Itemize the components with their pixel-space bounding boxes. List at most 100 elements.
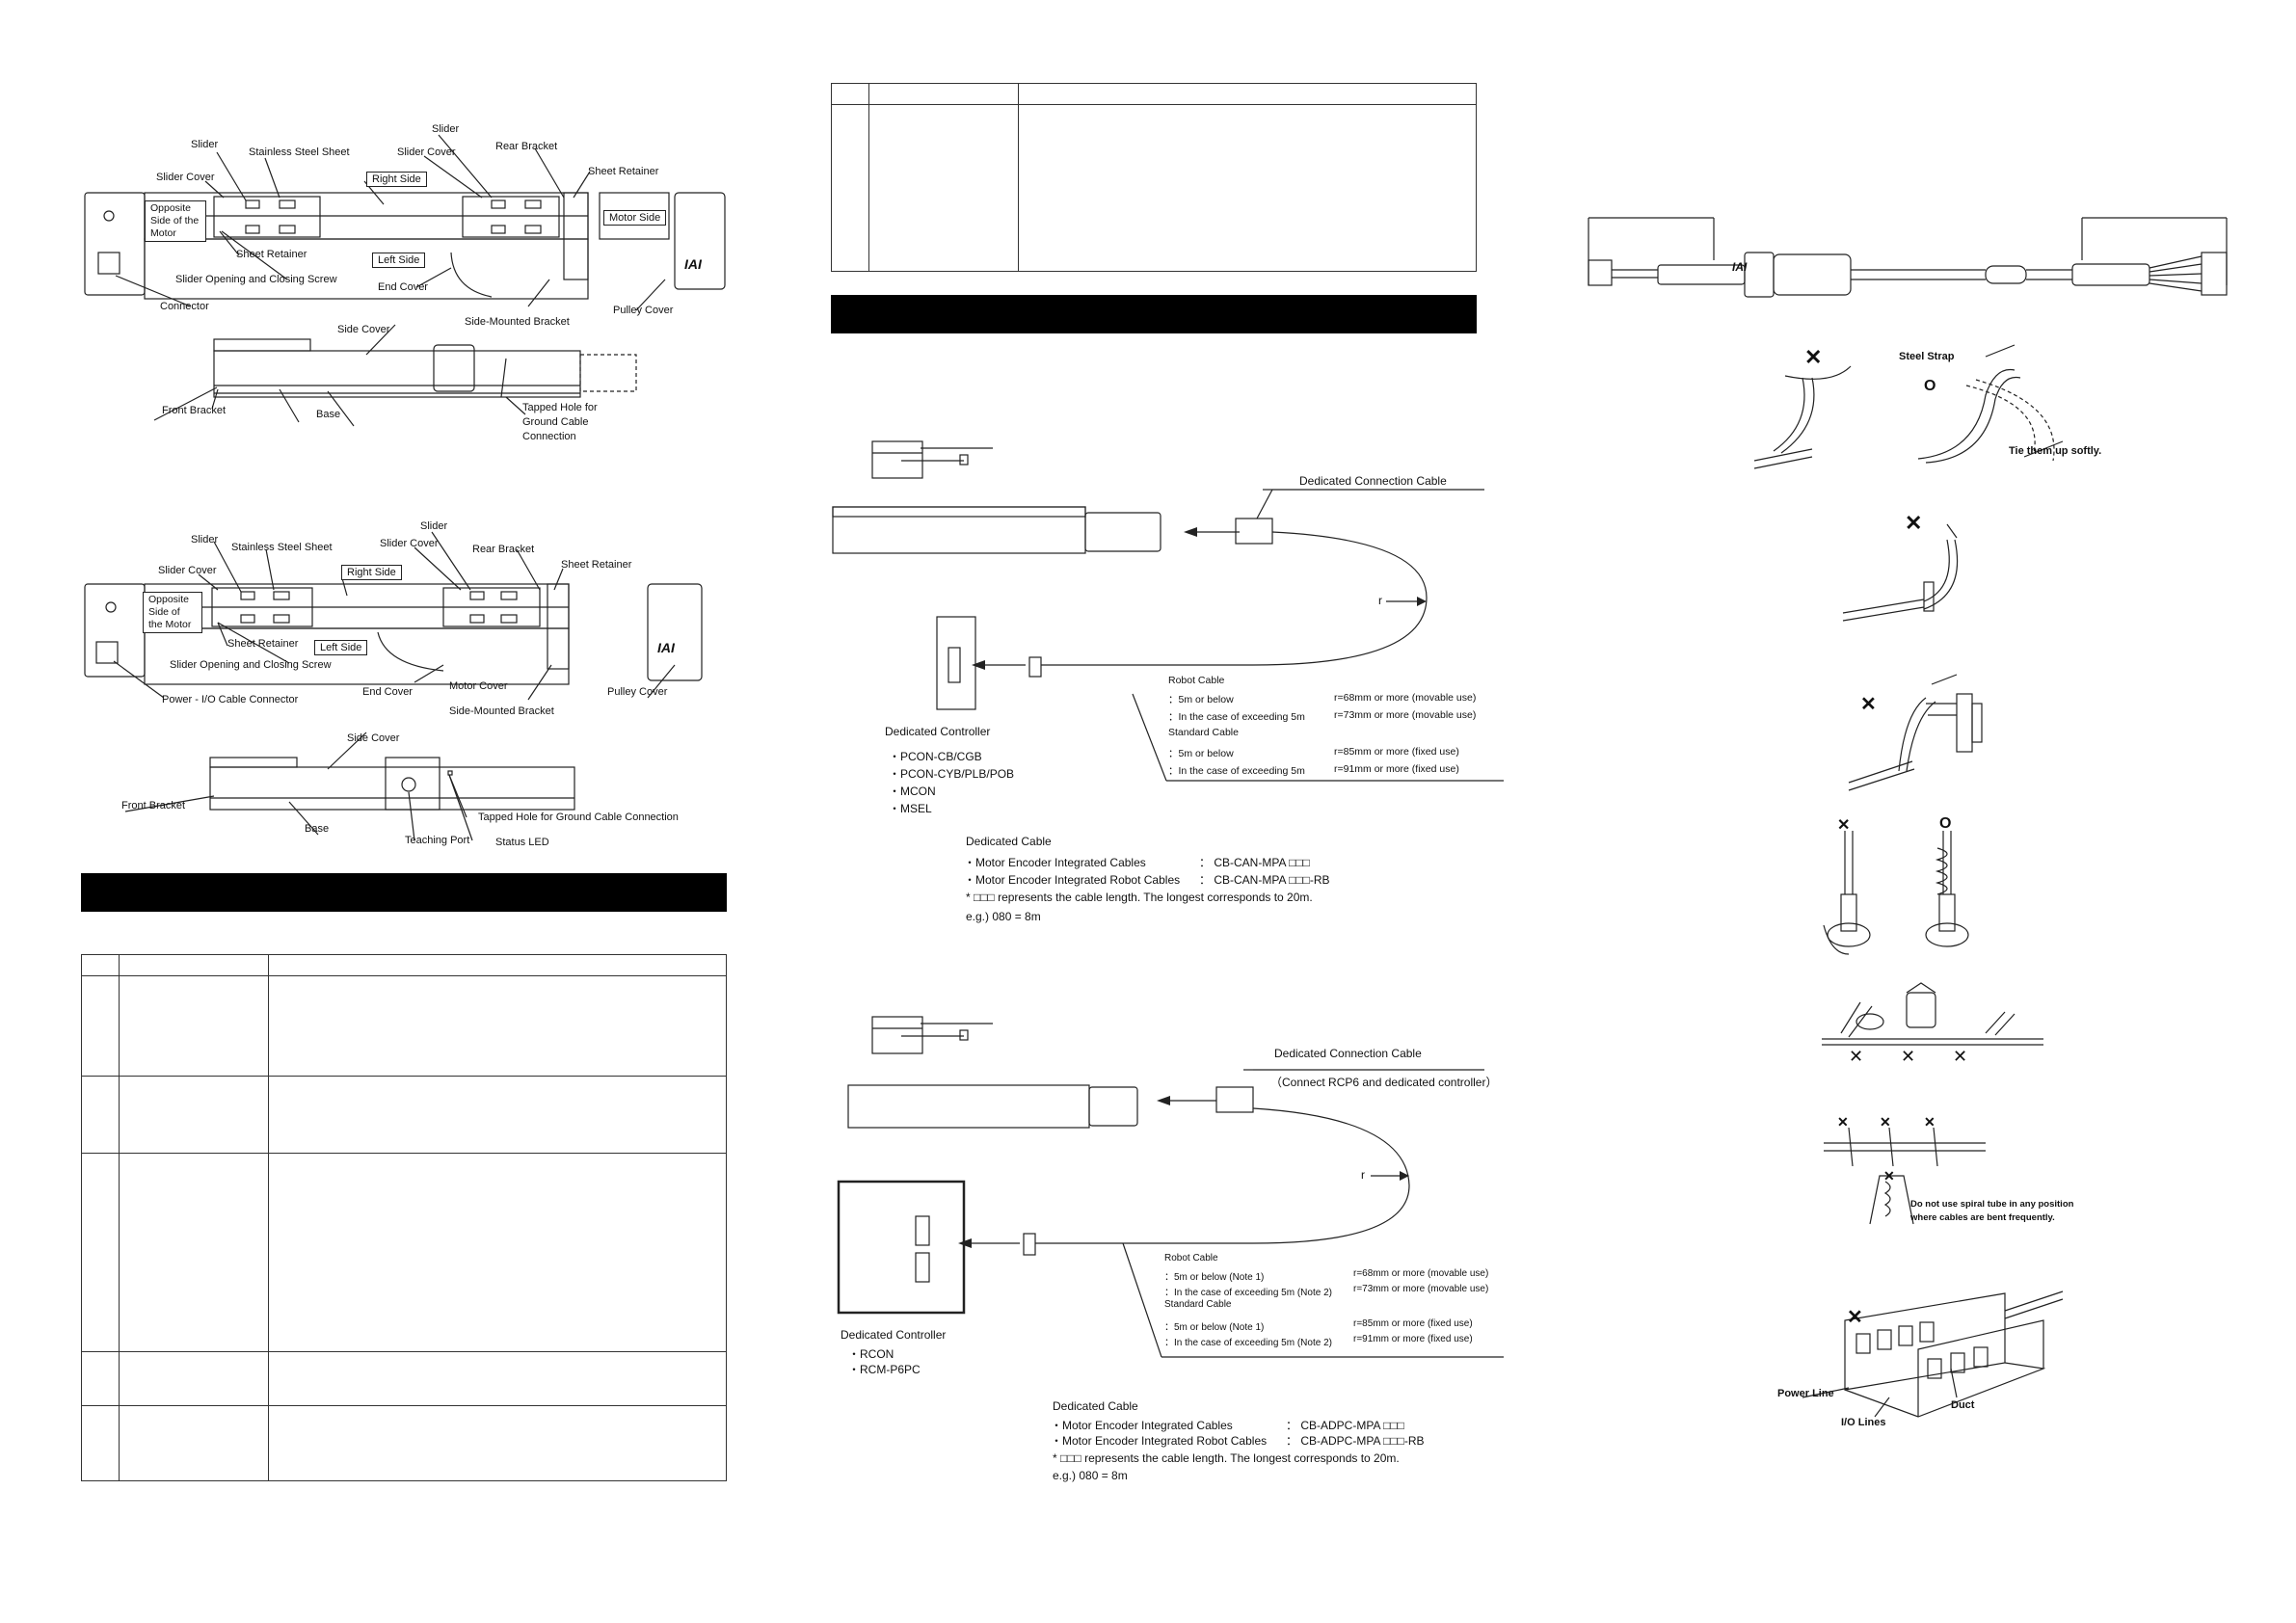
d1-label-opposite-side: Opposite Side of the Motor — [145, 200, 206, 242]
d1-label-slider-cover-l: Slider Cover — [156, 172, 215, 183]
x-mark-11: ✕ — [1883, 1168, 1895, 1184]
w2-robot-cable: Robot Cable — [1164, 1253, 1218, 1264]
w1-dedicated-controller: Dedicated Controller — [885, 725, 991, 738]
w2-controller — [837, 1180, 966, 1315]
w2-standard-cable: Standard Cable — [1164, 1299, 1232, 1310]
d1-label-motor-side: Motor Side — [603, 210, 667, 226]
section-bar-middle — [831, 295, 1477, 333]
d2-main-body — [144, 583, 570, 629]
d1-label-stainless-steel-sheet: Stainless Steel Sheet — [249, 146, 350, 158]
d2-label-slider-screw: Slider Opening and Closing Screw — [170, 659, 332, 671]
label-steel-strap: Steel Strap — [1899, 351, 1955, 362]
w2-controller-0: ・RCON — [848, 1347, 894, 1361]
w1-standard-cable: Standard Cable — [1168, 727, 1239, 738]
w2-cable2-b: ： CB-ADPC-MPA □□□-RB — [1286, 1434, 1425, 1448]
d1-connector-box — [97, 252, 120, 275]
x-mark-3: ✕ — [1860, 694, 1877, 715]
d2-label-base: Base — [305, 823, 330, 835]
w1-note: * □□□ represents the cable length. The l… — [966, 891, 1313, 904]
label-power-line: Power Line — [1777, 1388, 1834, 1399]
w2-controller-1: ・RCM-P6PC — [848, 1363, 921, 1376]
w1-controller — [936, 616, 976, 710]
o-mark-2: O — [1939, 815, 1952, 832]
w2-dedicated-connection-cable: Dedicated Connection Cable — [1274, 1047, 1422, 1060]
w1-example: e.g.) 080 = 8m — [966, 910, 1041, 923]
w1-r-label: r — [1378, 594, 1382, 607]
w1-rc-line1-a: ：5m or below — [1168, 694, 1234, 705]
label-spiral-note-1: Do not use spiral tube in any position — [1910, 1199, 2074, 1210]
w1-controller-3: ・MSEL — [889, 802, 932, 815]
d2-label-sheet-retainer-l: Sheet Retainer — [227, 638, 299, 650]
w2-connect-note: （Connect RCP6 and dedicated controller） — [1270, 1076, 1498, 1089]
d2-label-slider-cover-r: Slider Cover — [380, 538, 439, 549]
d1-label-side-cover: Side Cover — [337, 324, 390, 335]
d1-label-side-mounted-bracket: Side-Mounted Bracket — [465, 316, 570, 328]
d1-label-connector: Connector — [160, 301, 209, 312]
w1-cable-connector-end — [1235, 518, 1273, 545]
w2-sc-line1-a: ：5m or below (Note 1) — [1164, 1322, 1265, 1333]
d1-label-end-cover: End Cover — [378, 281, 428, 293]
d2-label-end-cover: End Cover — [362, 686, 413, 698]
w2-actuator — [847, 1084, 1090, 1129]
d1-left-end-block — [84, 192, 146, 296]
w2-r-label: r — [1361, 1168, 1365, 1182]
x-mark-6: ✕ — [1901, 1047, 1916, 1066]
o-mark-1: O — [1924, 378, 1936, 394]
left-spec-table — [81, 954, 727, 1481]
w1-sc-line2-a: ：In the case of exceeding 5m — [1168, 765, 1305, 777]
d1-slider-cover-left — [213, 196, 321, 238]
d1-label-slider-cover-r: Slider Cover — [397, 146, 456, 158]
w1-dedicated-cable: Dedicated Cable — [966, 835, 1052, 848]
w1-cable2-b: ： CB-CAN-MPA □□□-RB — [1199, 873, 1330, 887]
w1-controller-0: ・PCON-CB/CGB — [889, 750, 982, 763]
d2-label-stainless-steel-sheet: Stainless Steel Sheet — [231, 542, 333, 553]
d1-label-slider-top: Slider — [432, 123, 460, 135]
x-mark-9: ✕ — [1880, 1114, 1891, 1130]
w1-connector-icon — [871, 440, 923, 479]
label-duct: Duct — [1951, 1399, 1975, 1411]
d1-label-sheet-retainer-r: Sheet Retainer — [588, 166, 659, 177]
d1-label-front-bracket: Front Bracket — [162, 405, 227, 416]
w1-rc-line2-b: r=73mm or more (movable use) — [1334, 709, 1477, 721]
section-bar-left — [81, 873, 727, 912]
w1-cable1-a: ・Motor Encoder Integrated Cables — [964, 856, 1146, 869]
middle-spec-table — [831, 83, 1477, 272]
w1-cable-curve — [1041, 531, 1428, 666]
d1-label-sheet-retainer-l: Sheet Retainer — [236, 249, 307, 260]
w1-cable2-a: ・Motor Encoder Integrated Robot Cables — [964, 873, 1181, 887]
d1-side-view-body — [213, 350, 581, 398]
w1-controller-2: ・MCON — [889, 785, 936, 798]
d1-label-slider-screw: Slider Opening and Closing Screw — [175, 274, 337, 285]
d2-label-opposite-side: Opposite Side of the Motor — [143, 592, 202, 633]
d2-side-view-body — [209, 766, 575, 811]
w1-robot-cable: Robot Cable — [1168, 675, 1225, 686]
label-io-lines: I/O Lines — [1841, 1417, 1886, 1428]
d1-motor-side-block — [599, 192, 670, 240]
label-tie-softly: Tie them up softly. — [2009, 445, 2102, 457]
x-mark-12: ✕ — [1847, 1307, 1863, 1328]
w2-rc-line1-b: r=68mm or more (movable use) — [1353, 1268, 1489, 1279]
w2-dedicated-cable: Dedicated Cable — [1053, 1399, 1138, 1413]
d2-label-rear-bracket: Rear Bracket — [472, 544, 535, 555]
d2-iai-logo: IAI — [657, 640, 675, 655]
d2-label-front-bracket: Front Bracket — [121, 800, 186, 812]
d2-label-motor-cover: Motor Cover — [449, 680, 508, 692]
x-mark-1: ✕ — [1804, 345, 1823, 369]
w1-controller-1: ・PCON-CYB/PLB/POB — [889, 767, 1015, 781]
w1-dedicated-connection-cable: Dedicated Connection Cable — [1299, 474, 1447, 488]
cable-main-connector — [1744, 252, 1775, 298]
d1-iai-logo: IAI — [684, 256, 702, 272]
d1-label-pulley-cover: Pulley Cover — [613, 305, 674, 316]
bend-bad-1 — [1773, 377, 1815, 454]
d2-label-power-io: Power - I/O Cable Connector — [162, 694, 299, 705]
w2-cable2-a: ・Motor Encoder Integrated Robot Cables — [1051, 1434, 1268, 1448]
d1-label-rear-bracket: Rear Bracket — [495, 141, 558, 152]
w2-sc-line1-b: r=85mm or more (fixed use) — [1353, 1318, 1473, 1329]
w2-example: e.g.) 080 = 8m — [1053, 1469, 1128, 1482]
d1-label-right-side: Right Side — [366, 172, 427, 187]
x-mark-7: ✕ — [1953, 1047, 1968, 1066]
bend-bad-2 — [1923, 539, 1950, 602]
d2-label-slider-top: Slider — [420, 520, 448, 532]
x-mark-10: ✕ — [1924, 1114, 1936, 1130]
